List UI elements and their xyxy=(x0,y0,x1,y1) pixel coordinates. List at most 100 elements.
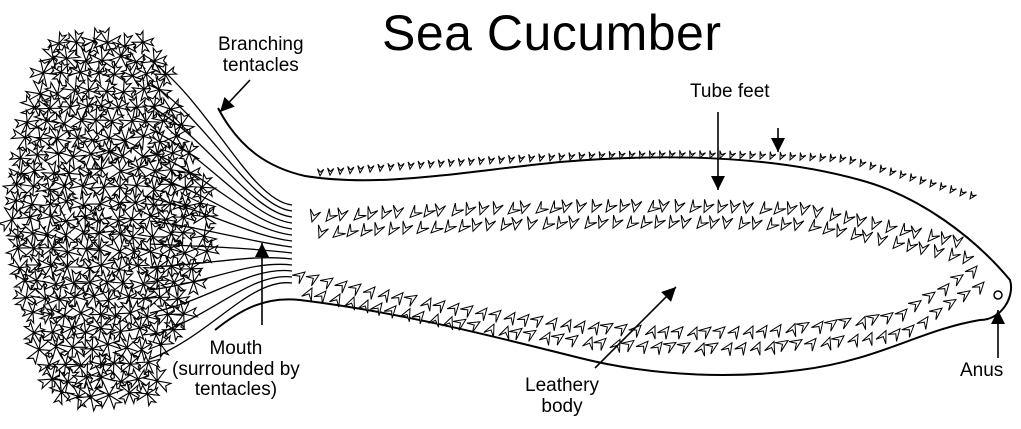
tube-foot xyxy=(559,200,573,214)
label-line: tentacles) xyxy=(172,380,300,401)
tube-foot xyxy=(420,295,435,311)
tube-foot xyxy=(945,248,961,264)
tube-foot xyxy=(600,319,616,335)
label-line: Leathery xyxy=(525,376,599,397)
tube-foot xyxy=(713,200,728,215)
tube-foot xyxy=(530,312,546,328)
tube-foot xyxy=(937,182,946,191)
anus-opening xyxy=(994,291,1002,299)
tube-foot xyxy=(838,314,854,329)
tube-foot xyxy=(796,318,812,333)
tube-foot xyxy=(335,208,348,222)
tube-foot xyxy=(924,229,940,245)
tube-foot xyxy=(888,325,904,341)
tube-foot xyxy=(397,163,404,171)
label-anus: Anus xyxy=(960,361,1003,382)
tube-foot xyxy=(756,201,772,217)
tube-foot xyxy=(391,205,404,219)
tube-foot xyxy=(650,215,665,231)
tube-foot xyxy=(507,155,515,163)
lower-tube-feet-row xyxy=(292,263,988,357)
tube-foot xyxy=(636,338,652,354)
tube-foot xyxy=(807,153,816,162)
tube-foot xyxy=(951,235,964,249)
tube-foot xyxy=(840,211,856,227)
tube-foot xyxy=(489,306,505,322)
tube-foot xyxy=(876,328,891,343)
label-leathery-body: Leathery body xyxy=(525,376,599,417)
tube-foot xyxy=(698,323,714,339)
tube-foot xyxy=(455,219,471,235)
tube-foot xyxy=(705,338,721,354)
tube-foot xyxy=(348,280,364,296)
tube-foot xyxy=(517,155,525,163)
tube-foot xyxy=(581,216,597,232)
tube-foot xyxy=(832,224,847,239)
tube-foot xyxy=(824,315,840,331)
tube-foot xyxy=(880,308,896,324)
tube-foot xyxy=(420,204,436,220)
tube-foot xyxy=(523,326,539,342)
tube-foot xyxy=(958,251,974,267)
tube-foot xyxy=(867,162,876,171)
tube-foot xyxy=(307,209,321,224)
tube-foot xyxy=(735,216,751,232)
tube-foot xyxy=(750,340,765,355)
tube-foot xyxy=(797,202,811,216)
tube-foot xyxy=(384,222,399,238)
tube-foot xyxy=(398,221,413,236)
label-line: Branching xyxy=(218,35,304,56)
tube-foot xyxy=(557,153,565,161)
tube-foot xyxy=(448,203,464,219)
tube-foot xyxy=(907,173,916,182)
tube-foot xyxy=(767,152,776,161)
tube-foot xyxy=(644,200,660,216)
tube-foot xyxy=(867,216,882,231)
tube-foot xyxy=(671,199,685,214)
tube-foot xyxy=(363,283,379,299)
tube-foot xyxy=(664,215,679,231)
tube-foot xyxy=(482,218,496,233)
tube-foot xyxy=(573,199,587,214)
tube-foot xyxy=(475,305,491,321)
tube-foot xyxy=(657,323,673,339)
tube-foot xyxy=(441,220,457,236)
tube-foot xyxy=(567,153,575,161)
tube-foot xyxy=(943,295,959,310)
arrowhead xyxy=(711,176,725,190)
label-tube-feet: Tube feet xyxy=(690,82,770,103)
tube-foot xyxy=(357,223,373,239)
tube-foot xyxy=(957,188,966,197)
tube-foot xyxy=(497,156,505,164)
tube-foot xyxy=(566,216,580,230)
tube-foot xyxy=(757,151,766,160)
tube-foot xyxy=(965,263,981,279)
tube-foot xyxy=(377,164,384,172)
tube-foot xyxy=(645,324,660,339)
tube-foot xyxy=(322,209,338,225)
tube-foot xyxy=(927,179,936,188)
tube-foot xyxy=(827,154,836,163)
tube-foot xyxy=(517,200,531,215)
tube-foot xyxy=(537,154,545,162)
tube-foot xyxy=(489,201,503,216)
tube-foot xyxy=(950,270,966,286)
tentacle-strand xyxy=(150,83,292,211)
tube-foot xyxy=(937,231,951,246)
tube-foot xyxy=(743,324,758,339)
tube-foot xyxy=(789,335,805,351)
tube-foot xyxy=(623,216,639,232)
tube-foot xyxy=(560,317,575,333)
tube-foot xyxy=(539,330,554,346)
tube-foot xyxy=(447,159,455,167)
tube-foot xyxy=(347,166,354,174)
tube-foot xyxy=(527,154,535,162)
tube-foot xyxy=(532,201,548,217)
tube-foot xyxy=(947,185,956,194)
tube-foot xyxy=(602,199,618,215)
tube-foot xyxy=(857,159,866,168)
tube-foot xyxy=(804,335,820,351)
tube-foot xyxy=(847,227,863,243)
tube-foot xyxy=(770,322,786,338)
tube-foot xyxy=(524,216,538,231)
